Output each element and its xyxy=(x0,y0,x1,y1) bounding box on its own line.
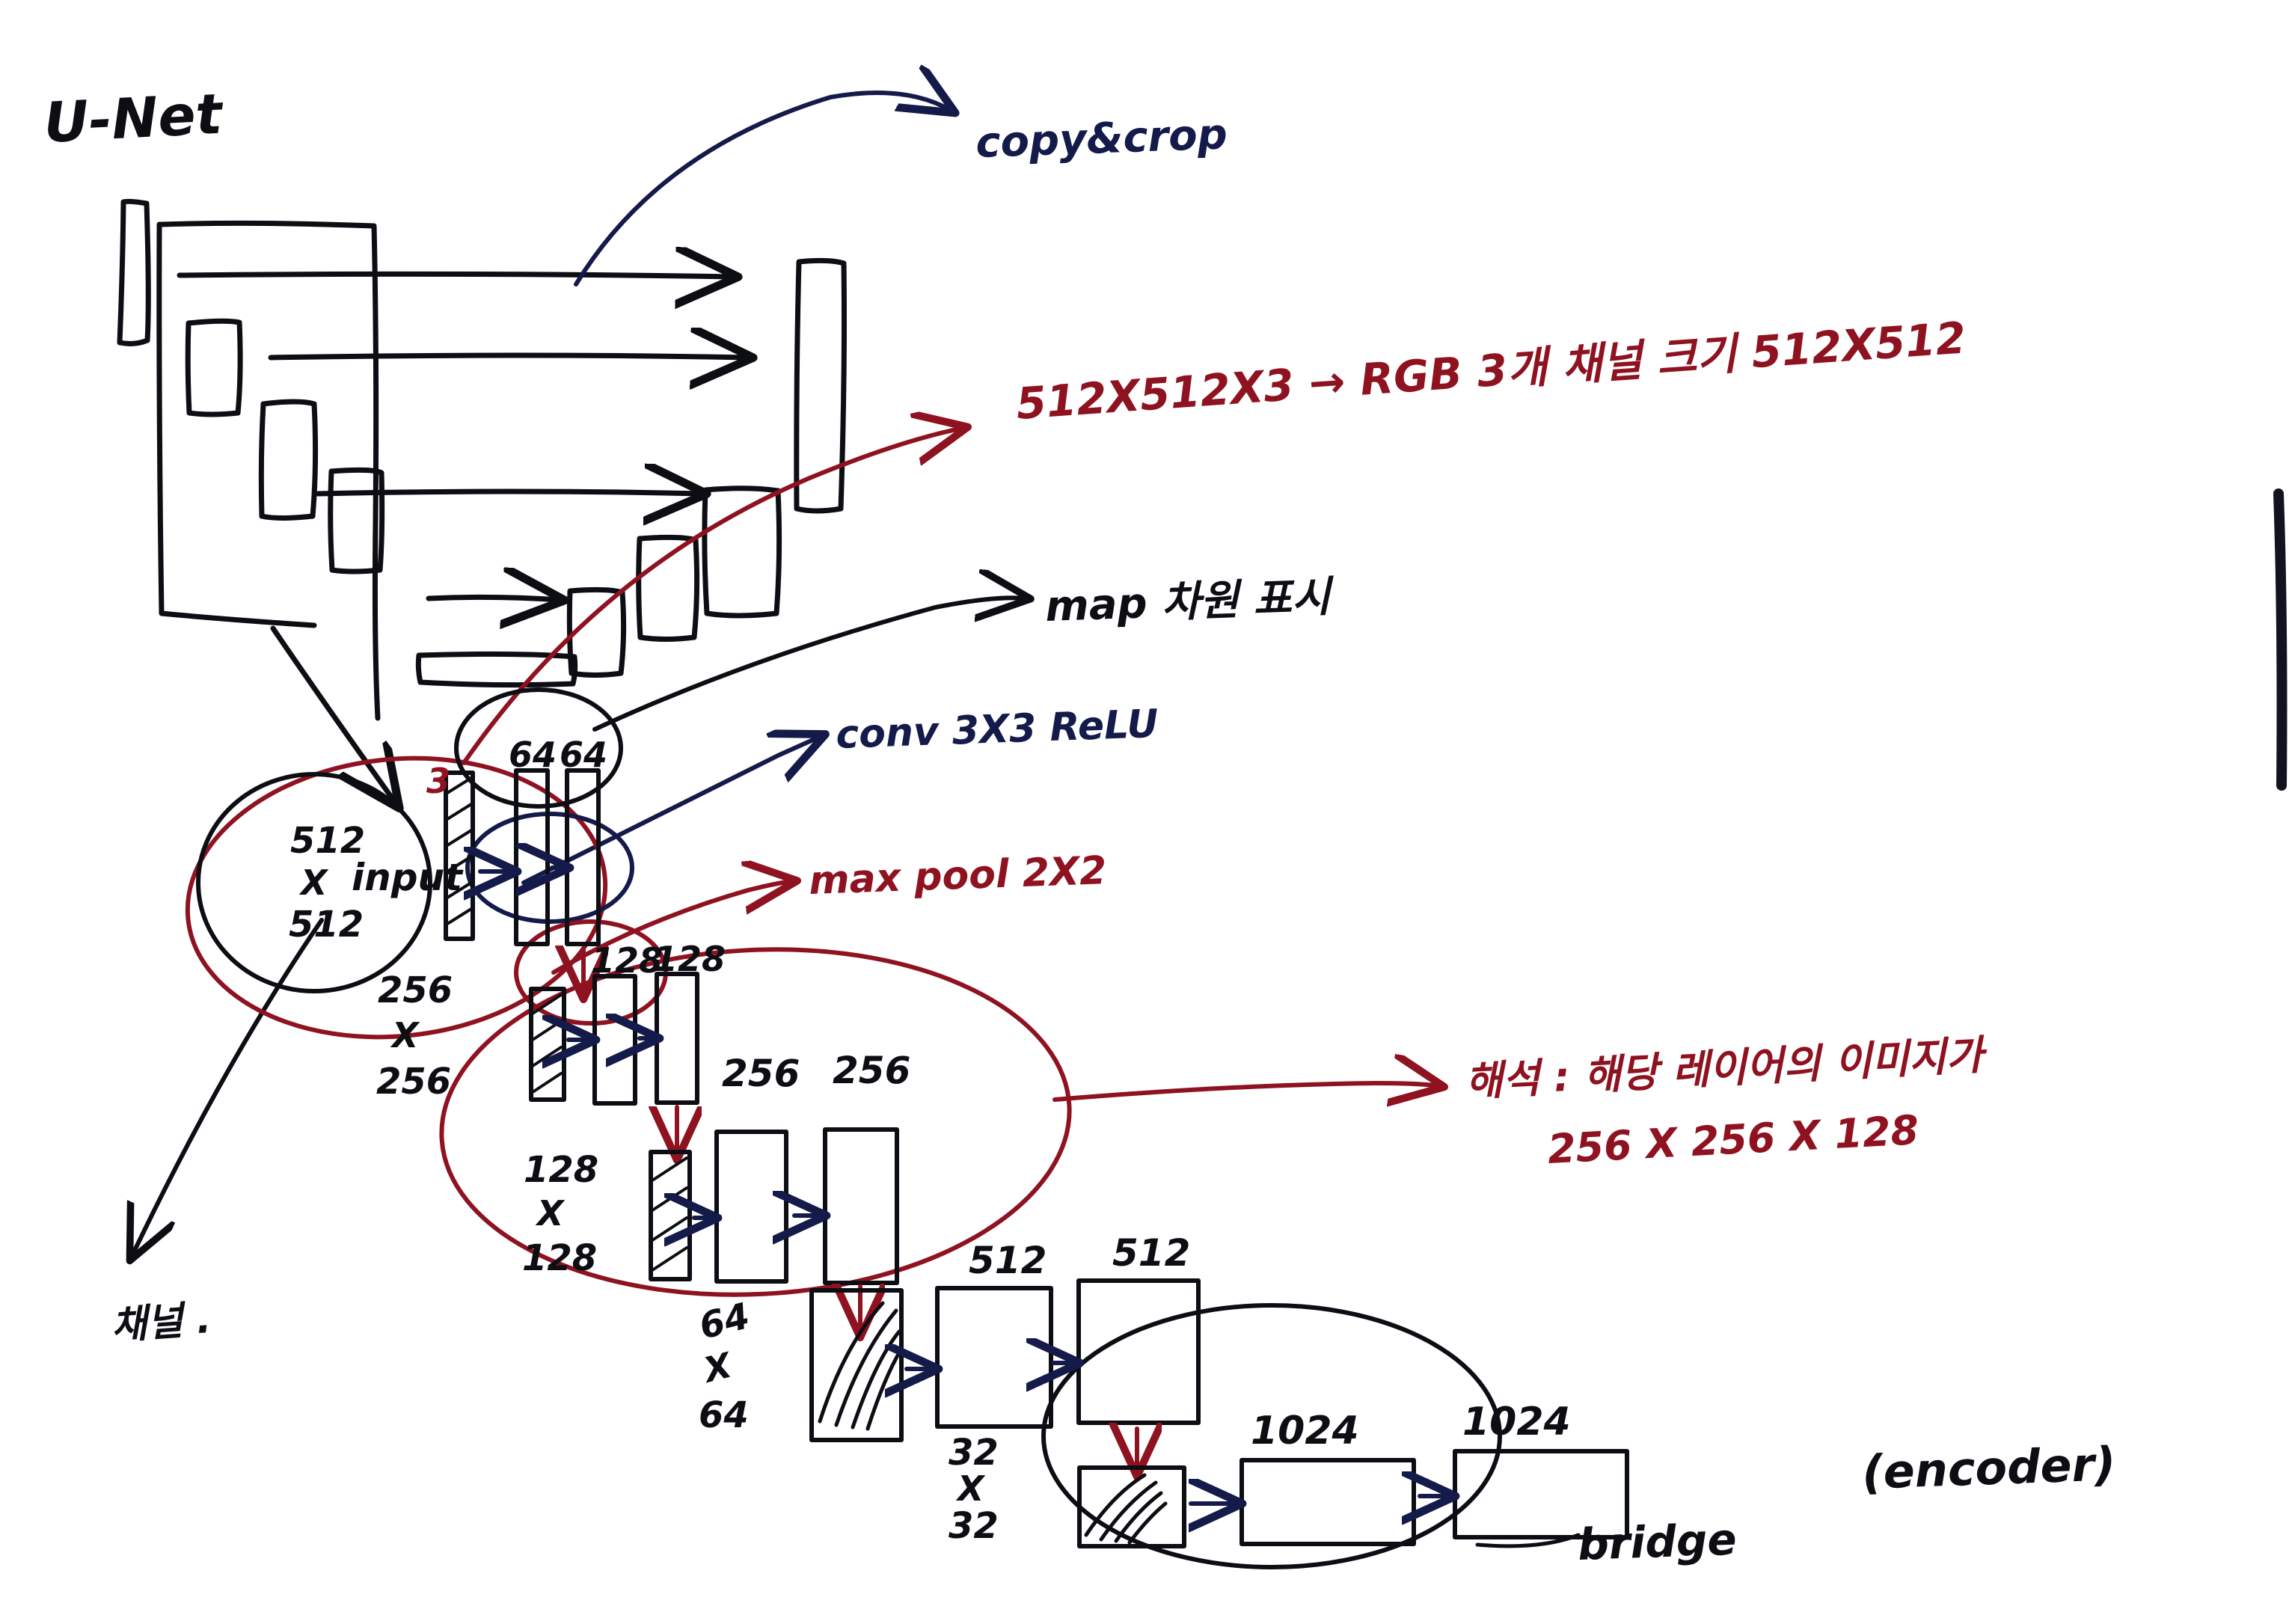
interpretation-label-line1: 해석 : 해당 레이어의 이미지가 xyxy=(1464,1031,1989,1106)
conv-block-l3-b xyxy=(823,1127,899,1285)
map-dimension-arrow xyxy=(592,598,1026,732)
svg-text:X: X xyxy=(955,1468,986,1509)
stage-level3 xyxy=(649,1127,899,1285)
channel-note-arrow xyxy=(132,918,324,1257)
channel-label-l2-b: 128 xyxy=(654,939,726,979)
page-edge-artifact xyxy=(2273,488,2288,791)
channel-label-l3-b: 256 xyxy=(833,1049,910,1092)
copy-crop-pointer-arrow xyxy=(574,93,952,287)
svg-text:512: 512 xyxy=(290,820,365,862)
conv-block-l2-b xyxy=(655,972,699,1105)
svg-text:X: X xyxy=(390,1015,420,1055)
input-resolution-circle xyxy=(196,772,432,993)
res-32-label: 32 X 32 xyxy=(949,1432,999,1547)
svg-text:128: 128 xyxy=(524,1149,598,1191)
map-dimension-label: map 차원 표시 xyxy=(1044,573,1335,631)
stage-level4 xyxy=(809,1278,1201,1442)
maxpool-legend-label: max pool 2X2 xyxy=(808,848,1107,904)
channel-label-l1-b: 64 xyxy=(560,735,607,775)
conv-block-l2-a xyxy=(592,974,637,1106)
channel-label-l4-a: 512 xyxy=(969,1239,1047,1282)
conv-block-l4-a xyxy=(935,1286,1053,1429)
channel-label-l4-b: 512 xyxy=(1112,1231,1190,1275)
channel-label-l2-a: 128 xyxy=(591,940,663,981)
svg-text:X: X xyxy=(698,1344,738,1391)
conv-block-bridge-a xyxy=(1240,1458,1416,1546)
input-pointer-arrow xyxy=(270,625,396,804)
conv-legend-label: conv 3X3 ReLU xyxy=(835,702,1159,758)
encoder-label: (encoder) xyxy=(1861,1436,2117,1500)
feature-map-top-ellipse xyxy=(454,687,623,809)
svg-text:32: 32 xyxy=(949,1505,999,1547)
dimension-note-label: 512X512X3 → RGB 3개 채널 크기 512X512 xyxy=(1014,312,1967,429)
svg-text:256: 256 xyxy=(376,1061,451,1103)
res-256-label: 256 X 256 xyxy=(376,969,453,1103)
channel-label-l1-a: 64 xyxy=(509,735,557,775)
unet-schematic-sketch xyxy=(117,198,847,721)
channel-label-bridge-b: 1024 xyxy=(1462,1400,1571,1444)
copy-crop-label: copy&crop xyxy=(975,110,1228,168)
svg-text:X: X xyxy=(535,1193,566,1234)
stage-bridge xyxy=(1077,1449,1629,1548)
channel-label-bridge-a: 1024 xyxy=(1251,1409,1359,1453)
bridge-label-leader xyxy=(1475,1533,1581,1548)
res-128-label: 128 X 128 xyxy=(522,1149,598,1279)
svg-text:64: 64 xyxy=(699,1394,749,1436)
stage-level2 xyxy=(529,972,699,1106)
input-channel-count-label: 3 xyxy=(426,761,450,801)
pool-slab-bridge xyxy=(1077,1465,1186,1548)
res-512-label: 512 X 512 xyxy=(289,820,365,946)
svg-text:X: X xyxy=(298,862,329,903)
conv-legend-arrow xyxy=(521,736,821,885)
page-title: U-Net xyxy=(42,82,225,155)
bridge-label: bridge xyxy=(1577,1514,1738,1570)
interpretation-arrow xyxy=(1052,1083,1440,1100)
conv-block-l3-a xyxy=(714,1130,788,1284)
svg-text:64: 64 xyxy=(695,1295,753,1347)
bridge-group-ellipse xyxy=(1041,1303,1502,1569)
channel-label-l3-a: 256 xyxy=(722,1052,800,1095)
dimension-note-arrow xyxy=(462,428,963,765)
channel-note-label: 채널 . xyxy=(110,1297,212,1349)
encoder-level1-group-ellipse xyxy=(185,756,608,1040)
encoder-level2-group-ellipse xyxy=(439,947,1072,1297)
svg-text:256: 256 xyxy=(378,969,453,1011)
svg-text:512: 512 xyxy=(289,904,364,946)
interpretation-label-line2: 256 X 256 X 128 xyxy=(1546,1106,1919,1173)
svg-text:128: 128 xyxy=(522,1237,597,1279)
res-64-label: 64 X 64 xyxy=(695,1295,753,1436)
svg-text:32: 32 xyxy=(949,1432,999,1474)
input-label: input xyxy=(352,856,464,899)
